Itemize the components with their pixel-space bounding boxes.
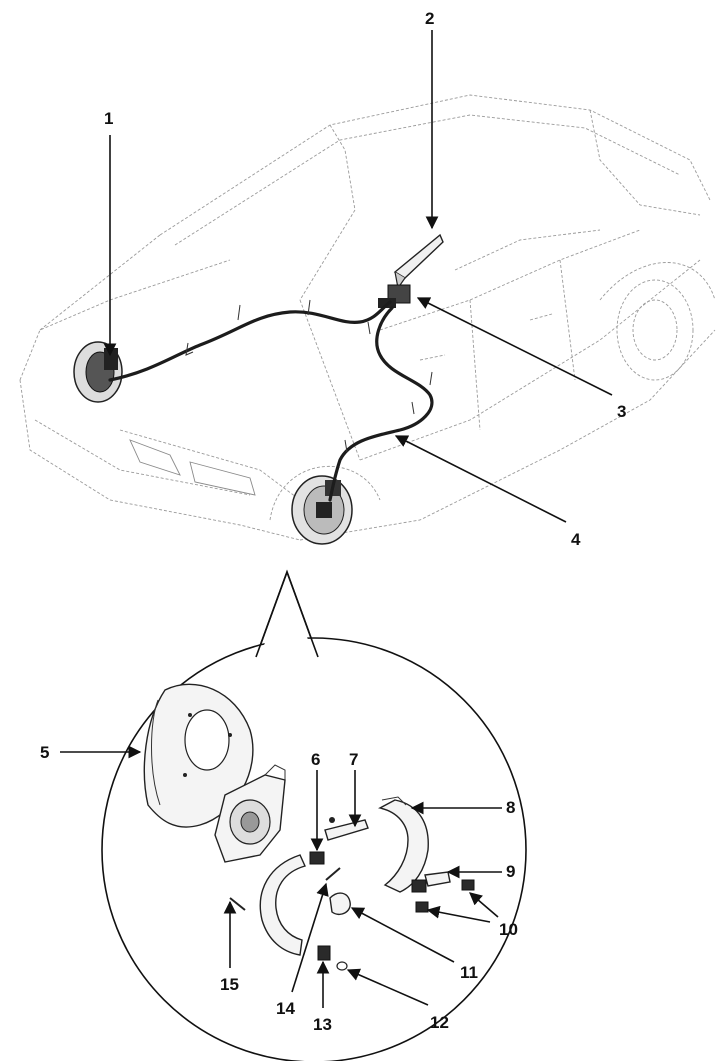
spring-6	[309, 851, 325, 865]
clip-10b	[415, 901, 429, 913]
brake-shoe-front	[378, 796, 429, 893]
leader-11	[350, 907, 455, 963]
leader-12	[346, 968, 429, 1006]
callout-10: 10	[499, 920, 518, 939]
callout-9: 9	[506, 862, 515, 881]
leader-10a	[469, 892, 499, 918]
adjuster-11	[329, 892, 351, 916]
right-rear-brake-drum	[291, 475, 353, 545]
pin-15	[229, 897, 246, 911]
callout-13: 13	[313, 1015, 332, 1034]
callout-2: 2	[425, 9, 434, 28]
spring-9	[411, 879, 427, 893]
callout-4: 4	[571, 530, 581, 549]
left-rear-brake-drum	[73, 341, 123, 403]
leader-4	[394, 435, 567, 523]
callout-7: 7	[349, 750, 358, 769]
callout-8: 8	[506, 798, 515, 817]
callout-group-vehicle: 1 2 3 4	[103, 9, 626, 549]
callout-15: 15	[220, 975, 239, 994]
small-parts	[229, 851, 475, 971]
leader-3	[416, 297, 613, 396]
callout-group-detail: 5 6 7 8 9 10 11 12 13 14 15	[40, 743, 518, 1034]
callout-3: 3	[617, 402, 626, 421]
callout-11: 11	[460, 963, 478, 982]
leader-14	[291, 882, 329, 993]
callout-14: 14	[276, 999, 295, 1018]
leader-10b	[426, 905, 491, 923]
spring-14	[325, 867, 341, 881]
hub-knuckle	[214, 764, 286, 863]
parking-brake-lever	[378, 233, 444, 308]
brake-shoe-rear	[259, 854, 306, 956]
car-outline	[19, 94, 716, 541]
callout-1: 1	[104, 109, 113, 128]
clip-10a	[461, 879, 475, 891]
callout-6: 6	[311, 750, 320, 769]
adjuster-9	[424, 871, 451, 887]
pin-13	[317, 945, 331, 961]
callout-5: 5	[40, 743, 49, 762]
washer-12	[336, 961, 348, 971]
callout-12: 12	[430, 1013, 449, 1032]
backing-plate	[143, 683, 254, 828]
parking-brake-cables	[108, 299, 434, 502]
